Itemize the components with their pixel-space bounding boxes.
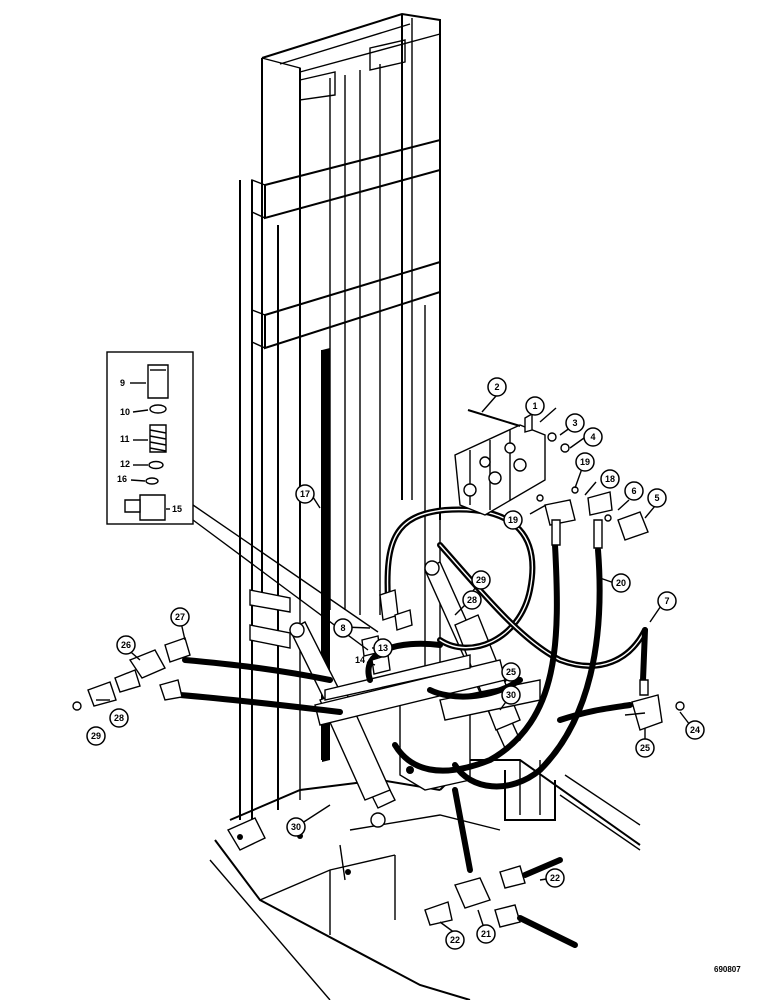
callout-5: 5 — [647, 488, 667, 508]
carriage-base — [209, 689, 641, 1000]
svg-text:25: 25 — [506, 667, 516, 677]
svg-text:5: 5 — [654, 493, 659, 503]
callout-22-right: 22 — [545, 868, 565, 888]
callout-19-upper: 19 — [575, 452, 595, 472]
svg-text:18: 18 — [605, 474, 615, 484]
inset-label-9: 9 — [120, 378, 125, 388]
hydraulic-hoses — [177, 506, 648, 873]
inset-parts-detail — [106, 351, 379, 651]
svg-text:30: 30 — [506, 690, 516, 700]
svg-text:22: 22 — [550, 873, 560, 883]
svg-text:17: 17 — [300, 489, 310, 499]
svg-text:13: 13 — [378, 643, 388, 653]
callout-21: 21 — [476, 924, 496, 944]
svg-text:28: 28 — [467, 595, 477, 605]
inset-label-10: 10 — [120, 407, 130, 417]
svg-text:19: 19 — [508, 515, 518, 525]
callout-20: 20 — [611, 573, 631, 593]
callout-17: 17 — [295, 484, 315, 504]
svg-text:1: 1 — [532, 401, 537, 411]
callout-27: 27 — [170, 607, 190, 627]
svg-text:29: 29 — [91, 731, 101, 741]
callout-1: 1 — [525, 396, 545, 416]
callout-18: 18 — [600, 469, 620, 489]
inset-frame — [106, 351, 194, 525]
callout-7: 7 — [657, 591, 677, 611]
control-valve — [454, 409, 649, 541]
inset-label-12: 12 — [120, 459, 130, 469]
callout-4: 4 — [583, 427, 603, 447]
fittings — [72, 519, 685, 948]
svg-text:25: 25 — [640, 743, 650, 753]
callout-28-left: 28 — [109, 708, 129, 728]
svg-text:2: 2 — [494, 382, 499, 392]
callout-bubbles: 1 2 3 4 5 6 7 8 13 14 17 18 19 19 20 21 … — [86, 377, 705, 950]
callout-25-upper: 25 — [501, 662, 521, 682]
inset-part-12 — [148, 460, 164, 470]
callout-8: 8 — [333, 618, 353, 638]
svg-text:19: 19 — [580, 457, 590, 467]
callout-6: 6 — [624, 481, 644, 501]
callout-22-left: 22 — [445, 930, 465, 950]
inset-part-16 — [145, 477, 159, 485]
svg-text:3: 3 — [572, 418, 577, 428]
inset-part-10 — [149, 404, 167, 414]
callout-29-mast: 29 — [471, 570, 491, 590]
svg-text:28: 28 — [114, 713, 124, 723]
svg-text:27: 27 — [175, 612, 185, 622]
inset-label-11: 11 — [120, 434, 130, 444]
callout-25-lower: 25 — [635, 738, 655, 758]
svg-text:20: 20 — [616, 578, 626, 588]
callout-30-left: 30 — [286, 817, 306, 837]
callout-14: 14 — [355, 655, 365, 665]
callout-19-lower: 19 — [503, 510, 523, 530]
svg-text:29: 29 — [476, 575, 486, 585]
callout-26: 26 — [116, 635, 136, 655]
tilt-cylinders — [289, 560, 541, 828]
drawing-number: 690807 — [714, 965, 741, 974]
callout-13: 13 — [373, 638, 393, 658]
svg-text:7: 7 — [664, 596, 669, 606]
svg-text:4: 4 — [590, 432, 595, 442]
svg-text:8: 8 — [340, 623, 345, 633]
callout-30-right: 30 — [501, 685, 521, 705]
inset-leader — [192, 504, 379, 633]
inset-labels: 9 10 11 12 16 15 — [117, 378, 182, 514]
callout-28-mast: 28 — [462, 590, 482, 610]
inset-part-15 — [139, 494, 166, 521]
callout-2: 2 — [487, 377, 507, 397]
callout-29-left: 29 — [86, 726, 106, 746]
callout-24: 24 — [685, 720, 705, 740]
svg-text:22: 22 — [450, 935, 460, 945]
svg-text:14: 14 — [355, 655, 365, 665]
svg-text:24: 24 — [690, 725, 700, 735]
inset-part-9 — [147, 364, 169, 399]
svg-text:21: 21 — [481, 929, 491, 939]
inset-label-15: 15 — [172, 504, 182, 514]
inset-label-16: 16 — [117, 474, 127, 484]
svg-text:6: 6 — [631, 486, 636, 496]
callout-3: 3 — [565, 413, 585, 433]
svg-text:26: 26 — [121, 640, 131, 650]
svg-text:30: 30 — [291, 822, 301, 832]
